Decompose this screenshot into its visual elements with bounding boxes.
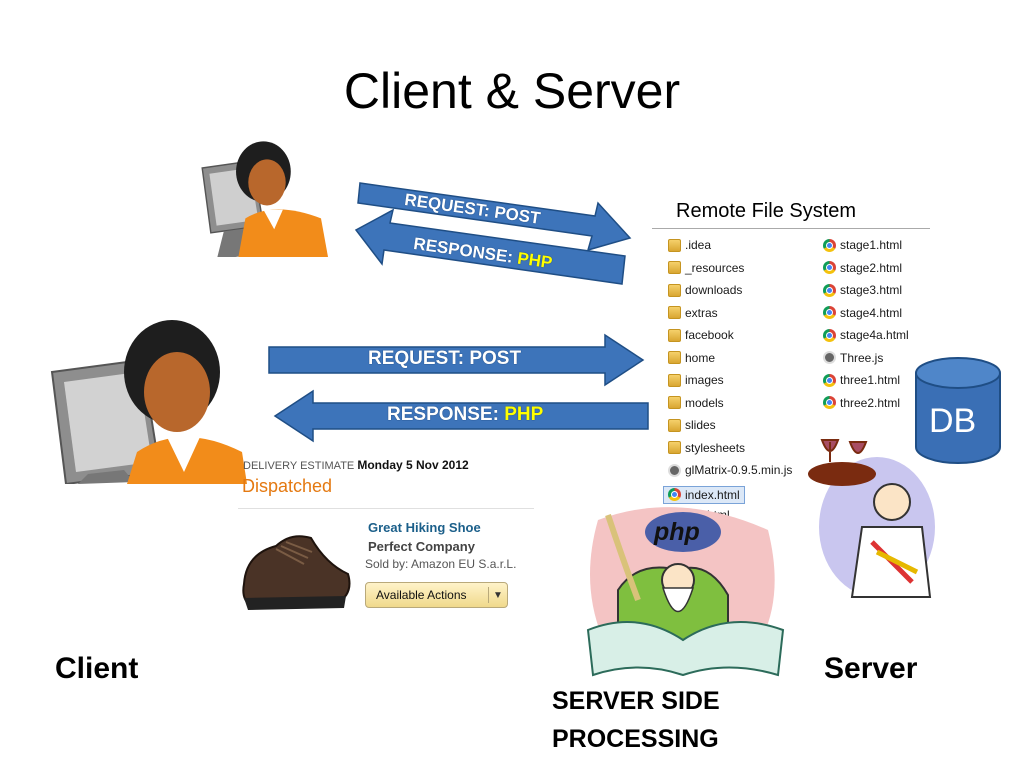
small-arrows: [354, 182, 632, 285]
folder-icon: [668, 261, 681, 274]
chrome-html-icon: [668, 488, 681, 501]
chrome-html-icon: [823, 283, 836, 297]
small-request-arrow: [357, 182, 632, 252]
file-item[interactable]: facebook: [668, 328, 734, 342]
file-item[interactable]: Three.js: [823, 351, 883, 365]
folder-icon: [668, 396, 681, 409]
button-separator: [488, 587, 489, 603]
chrome-html-icon: [823, 328, 836, 342]
file-item[interactable]: slides: [668, 418, 716, 432]
db-label: DB: [929, 402, 977, 440]
file-item[interactable]: stylesheets: [668, 441, 745, 455]
client-label: Client: [55, 652, 139, 685]
file-item[interactable]: stage2.html: [823, 261, 902, 275]
chrome-html-icon: [823, 306, 836, 319]
big-response-label: RESPONSE: PHP: [387, 404, 544, 425]
js-file-icon: [668, 463, 681, 477]
file-item[interactable]: images: [668, 373, 724, 387]
file-item[interactable]: glMatrix-0.9.5.min.js: [668, 463, 792, 477]
chrome-html-icon: [823, 238, 836, 252]
slide-title: Client & Server: [343, 63, 681, 119]
remote-fs-title: Remote File System: [676, 200, 857, 222]
folder-icon: [668, 351, 681, 364]
ssp-line-2: PROCESSING: [552, 725, 719, 753]
file-name: facebook: [685, 328, 734, 342]
file-item[interactable]: index.html: [663, 485, 745, 504]
file-name: slides: [685, 418, 716, 432]
order-divider: [238, 508, 534, 509]
folder-icon: [668, 328, 681, 342]
chrome-html-icon: [823, 261, 836, 274]
small-response-arrow: [354, 208, 626, 285]
server-side-processing-label: SERVER SIDE PROCESSING: [552, 682, 720, 758]
file-item[interactable]: stage1.html: [823, 238, 902, 252]
file-item[interactable]: three2.html: [823, 396, 900, 410]
file-name: stage4.html: [840, 305, 903, 320]
big-arrows: [268, 333, 649, 443]
file-item[interactable]: downloads: [668, 283, 742, 297]
folder-icon: [668, 306, 681, 319]
file-name: home: [685, 350, 716, 365]
js-file-icon: [823, 351, 836, 364]
ssp-line-1: SERVER SIDE: [552, 687, 720, 715]
file-name: stylesheets: [685, 440, 746, 455]
file-name: three1.html: [840, 373, 901, 387]
product-title-link[interactable]: Great Hiking Shoe: [368, 520, 481, 535]
folder-icon: [668, 238, 681, 252]
file-name: images: [685, 373, 724, 387]
product-company: Perfect Company: [368, 539, 475, 554]
file-name: downloads: [685, 283, 743, 297]
file-name: index.html: [685, 487, 740, 502]
file-item[interactable]: stage4a.html: [823, 328, 909, 342]
file-item[interactable]: home: [668, 351, 715, 365]
remote-fs-divider: [652, 228, 930, 229]
delivery-estimate: DELIVERY ESTIMATE Monday 5 Nov 2012: [243, 458, 469, 472]
file-name: stage2.html: [840, 260, 903, 275]
file-name: three2.html: [840, 395, 901, 410]
hiking-shoe-image: [242, 535, 351, 610]
file-item[interactable]: stage3.html: [823, 283, 902, 297]
file-item[interactable]: three1.html: [823, 373, 900, 387]
database-icon: [915, 357, 1001, 464]
php-logo-text: php: [654, 518, 700, 546]
file-name: stage4a.html: [840, 328, 909, 342]
file-item[interactable]: .idea: [668, 238, 711, 252]
big-request-arrow: [268, 333, 645, 387]
file-item[interactable]: _resources: [668, 261, 744, 275]
file-name: models: [685, 395, 724, 410]
chrome-html-icon: [823, 396, 836, 409]
folder-icon: [668, 373, 681, 387]
folder-icon: [668, 441, 681, 454]
file-item[interactable]: extras: [668, 306, 718, 320]
small-client-user-icon: [201, 141, 329, 257]
file-item[interactable]: stage4.html: [823, 306, 902, 320]
available-actions-button[interactable]: Available Actions ▼: [365, 582, 508, 608]
server-label: Server: [824, 652, 918, 685]
php-wizard-icon: [586, 507, 785, 677]
order-status: Dispatched: [242, 476, 333, 496]
product-sold-by: Sold by: Amazon EU S.a.r.L.: [365, 557, 517, 571]
big-response-arrow: [273, 389, 649, 443]
folder-icon: [668, 418, 681, 432]
folder-icon: [668, 283, 681, 297]
waiter-server-icon: [808, 439, 935, 598]
file-name: glMatrix-0.9.5.min.js: [685, 463, 793, 477]
file-name: stage1.html: [840, 238, 903, 252]
file-name: Three.js: [840, 350, 884, 365]
file-name: _resources: [685, 260, 745, 275]
big-request-label: REQUEST: POST: [368, 348, 522, 369]
file-name: .idea: [685, 238, 712, 252]
big-client-user-icon: [50, 320, 247, 484]
file-name: extras: [685, 305, 718, 320]
file-item[interactable]: models: [668, 396, 724, 410]
file-name: stage3.html: [840, 283, 903, 297]
dropdown-caret-icon: ▼: [493, 589, 503, 601]
chrome-html-icon: [823, 373, 836, 387]
available-actions-label: Available Actions: [376, 588, 467, 602]
